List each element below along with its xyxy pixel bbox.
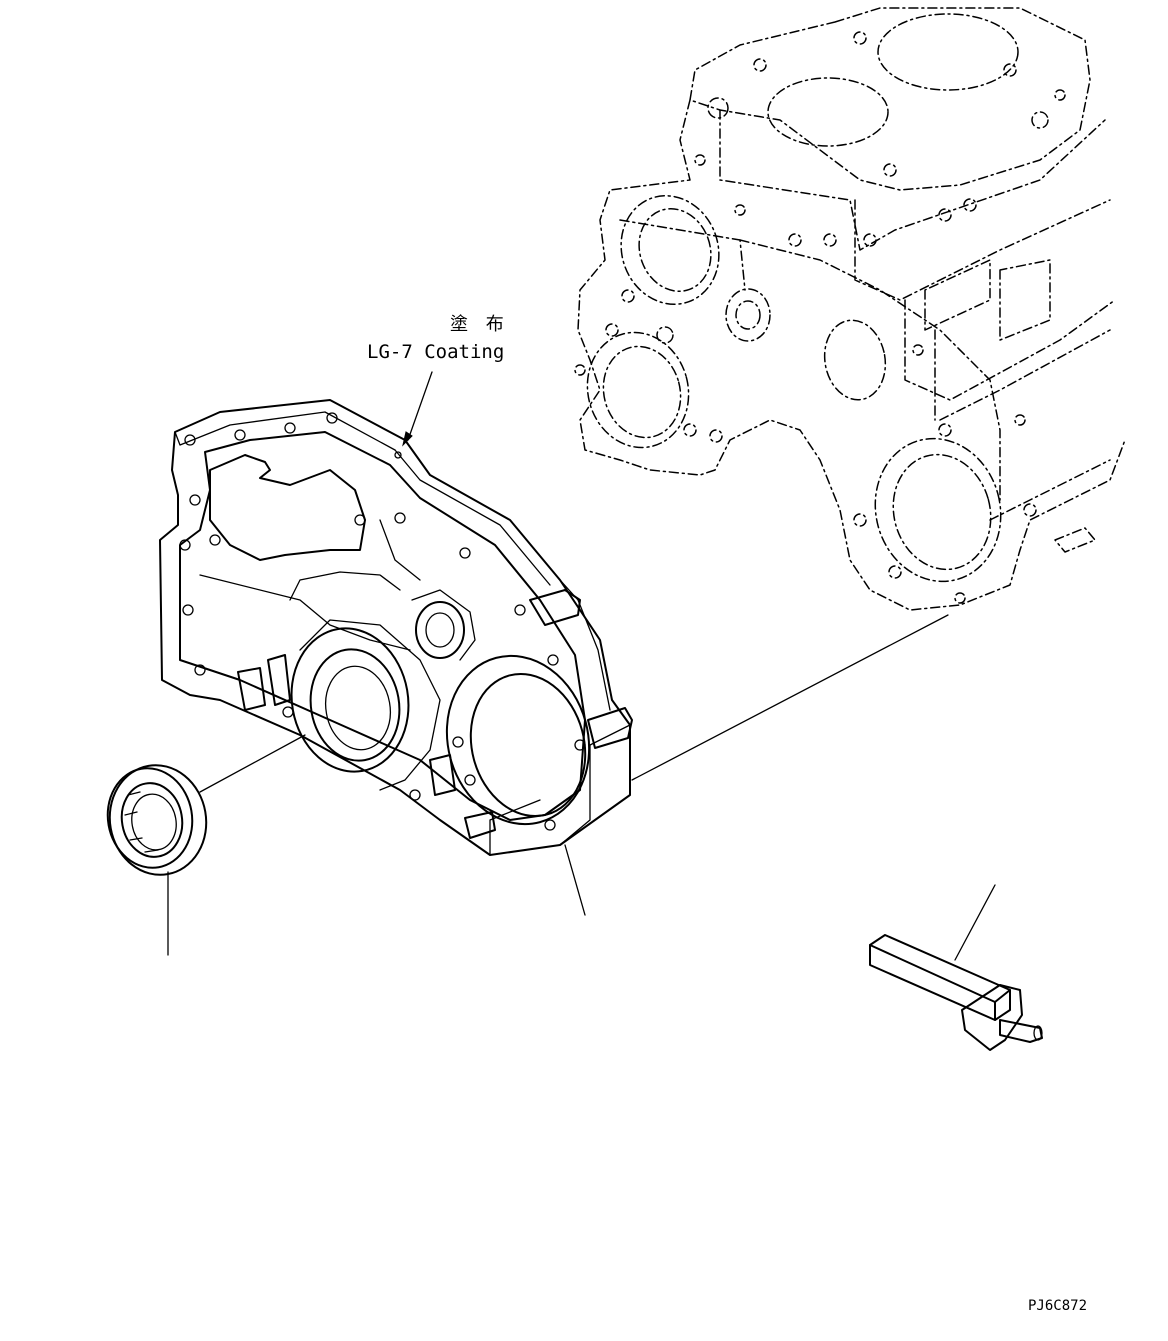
engine-block-phantom xyxy=(574,7,1126,611)
coating-label-japanese: 塗 布 xyxy=(450,313,510,335)
oil-seal xyxy=(106,764,208,876)
front-cover xyxy=(159,399,633,856)
leader-lines xyxy=(167,371,996,961)
drawing-code: PJ6C872 xyxy=(1028,1298,1087,1314)
coating-label: LG-7 Coating xyxy=(367,341,504,363)
installer-tool xyxy=(869,934,1043,1051)
